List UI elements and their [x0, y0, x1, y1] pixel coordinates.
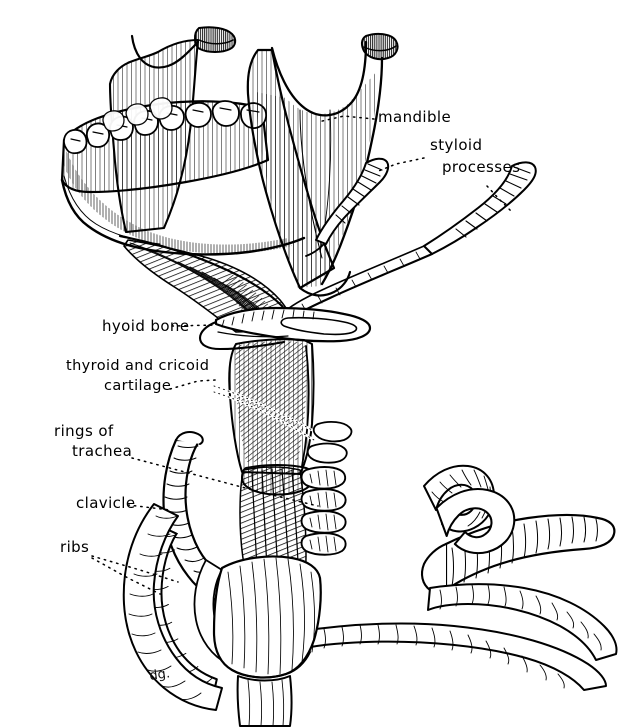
mandible-right-condyle: [360, 32, 399, 61]
rib-bottom-arc: [293, 622, 607, 691]
trachea-group: [300, 420, 353, 556]
drawing-ink: [60, 26, 618, 727]
trachea-ring-4: [300, 532, 347, 556]
rib-left-2: [122, 503, 223, 711]
label-mandible: mandible: [378, 108, 451, 126]
sternum-group: [212, 555, 322, 727]
label-ribs: ribs: [60, 538, 89, 556]
leader-clavicle: [127, 504, 171, 511]
artist-signature: dg.: [148, 666, 171, 684]
trachea-ring-upper-b: [312, 420, 353, 443]
rib-right-2: [435, 488, 516, 555]
trachea-ring-3: [300, 510, 347, 534]
leader-hyoid: [171, 324, 217, 327]
thyroid-lamina-edge: [301, 345, 310, 467]
label-thyroid-cricoid-line2: cartilage: [104, 378, 171, 394]
label-styloid-line1: styloid: [430, 136, 482, 154]
ribs-group: [122, 464, 618, 711]
label-rings-of-trachea-line2: trachea: [72, 442, 132, 460]
rib-right-3: [427, 583, 618, 661]
mandible-left-coronoid: [130, 34, 200, 69]
leader-ribs-a: [91, 555, 179, 583]
mandible-teeth: [63, 100, 267, 155]
hyoid-bone-group: [198, 306, 372, 351]
trachea-ring-2: [300, 488, 347, 512]
label-styloid-line2: processes: [442, 158, 520, 176]
label-hyoid-bone: hyoid bone: [102, 317, 189, 335]
mandible-left-condyle: [194, 26, 237, 53]
sternal-body: [231, 651, 311, 679]
label-thyroid-cricoid-line1: thyroid and cricoid: [66, 358, 209, 374]
leader-styloid-right: [486, 185, 513, 213]
leader-trachea: [131, 457, 319, 507]
trachea-ring-1: [300, 466, 347, 490]
mandible-group: [60, 26, 399, 297]
label-layer: mandible styloid processes hyoid bone th…: [54, 108, 520, 684]
leader-lines: [91, 115, 513, 595]
label-clavicle: clavicle: [76, 494, 136, 512]
digastric-belly: [118, 234, 284, 308]
leader-ribs-b: [91, 557, 161, 595]
trachea-ring-upper-a: [306, 442, 348, 464]
label-rings-of-trachea-line1: rings of: [54, 422, 114, 440]
xiphoid-region: [236, 675, 293, 727]
